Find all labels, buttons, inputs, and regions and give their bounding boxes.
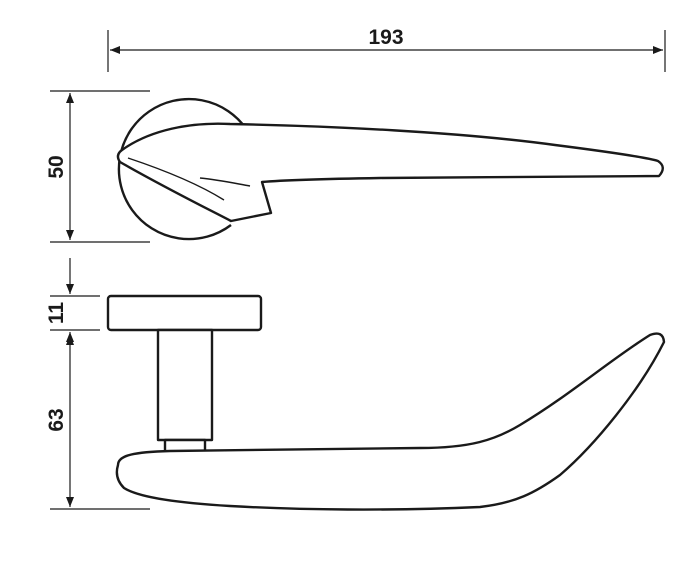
lever-crease-line: [127, 157, 225, 201]
lever-inner-line: [199, 177, 251, 187]
dimension-label-height: 63: [45, 408, 68, 431]
rose-side-profile: [106, 294, 263, 332]
lever-outline: [116, 122, 664, 223]
dimension-label-diameter: 50: [45, 155, 68, 178]
shaft-side-profile: [156, 328, 214, 442]
dimension-handle-height: 63: [45, 335, 150, 510]
dimension-rose-diameter: 50: [45, 90, 150, 243]
dimension-overall-length: 193: [107, 26, 666, 72]
dimension-label-thickness: 11: [45, 302, 68, 325]
dimension-rose-thickness: 11: [45, 258, 100, 345]
side-view: [106, 294, 666, 511]
lever-side-profile: [115, 332, 666, 511]
top-view: [116, 97, 664, 241]
dimension-label-length: 193: [368, 26, 403, 49]
